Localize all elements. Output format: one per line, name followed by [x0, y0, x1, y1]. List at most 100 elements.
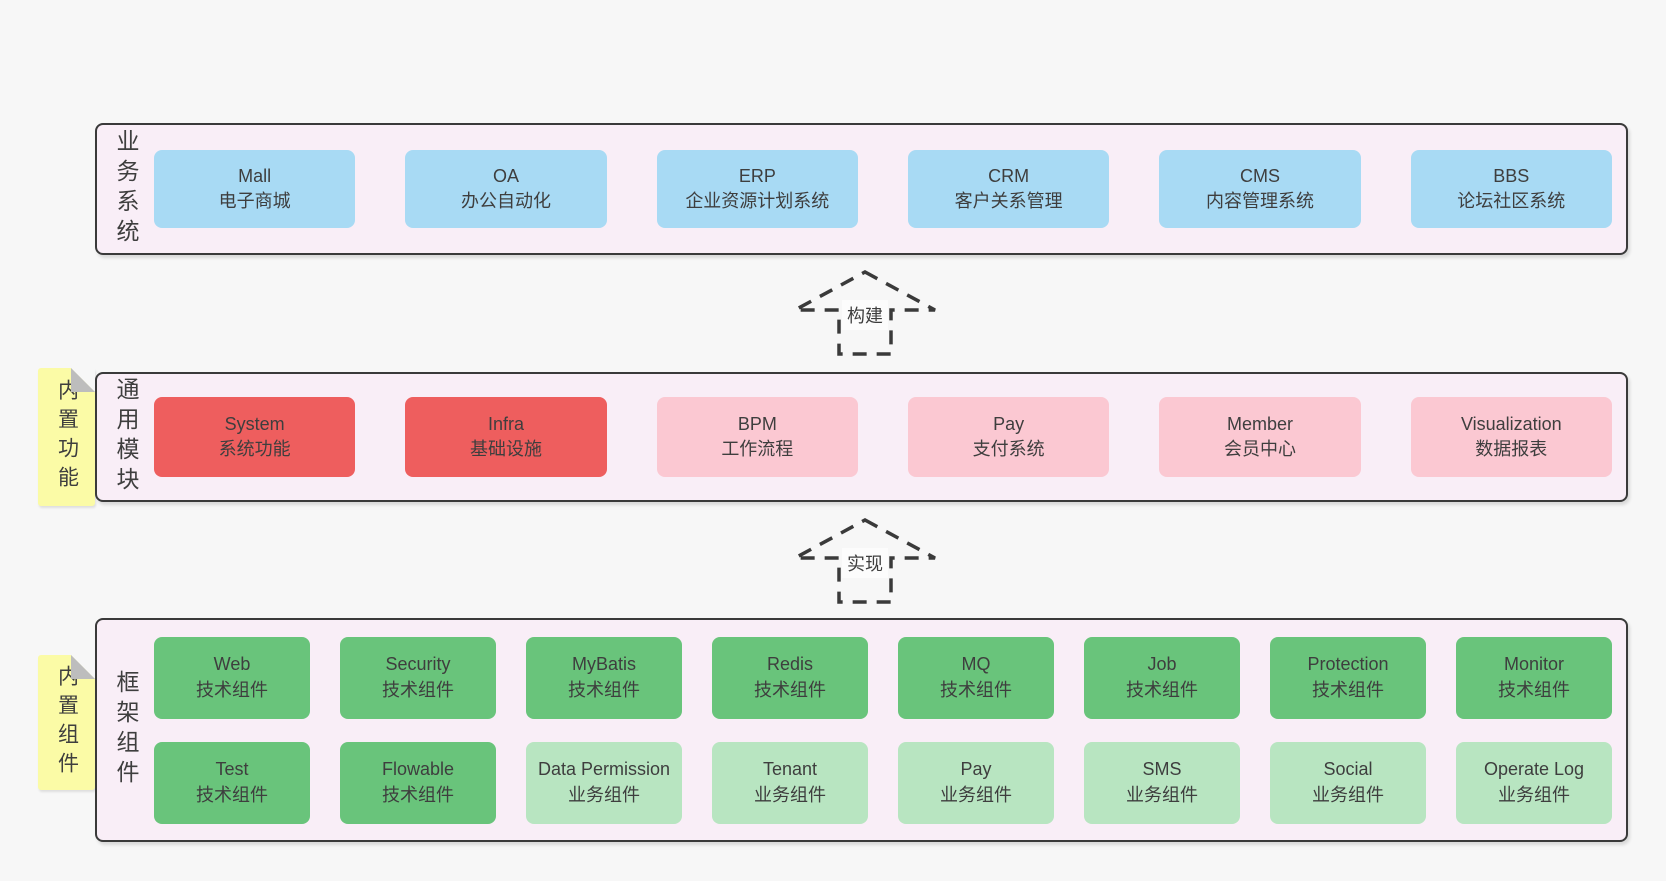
box-subtitle: 技术组件 [1312, 679, 1384, 700]
framework-boxes-row-1: Web 技术组件 Security 技术组件 MyBatis 技术组件 Redi… [154, 636, 1612, 719]
box-subtitle: 论坛社区系统 [1457, 191, 1566, 211]
box-bbs: BBS 论坛社区系统 [1410, 150, 1612, 228]
box-subtitle: 办公自动化 [460, 191, 551, 211]
box-title: Redis [766, 654, 814, 675]
box-title: Operate Log [1483, 759, 1585, 780]
box-test: Test 技术组件 [154, 741, 310, 824]
box-title: Member [1226, 413, 1293, 434]
box-title: Pay [960, 759, 992, 780]
box-title: BPM [737, 413, 777, 434]
box-title: Security [385, 654, 451, 675]
box-subtitle: 业务组件 [1126, 784, 1198, 805]
box-subtitle: 基础设施 [469, 439, 542, 459]
box-subtitle: 业务组件 [1498, 784, 1570, 805]
box-title: Mall [238, 165, 272, 186]
box-subtitle: 数据报表 [1475, 439, 1548, 459]
box-subtitle: 技术组件 [1498, 679, 1570, 700]
box-subtitle: 技术组件 [196, 679, 268, 700]
box-redis: Redis 技术组件 [712, 636, 868, 719]
box-visualization: Visualization 数据报表 [1410, 397, 1612, 477]
box-social: Social 业务组件 [1270, 741, 1426, 824]
box-infra: Infra 基础设施 [405, 397, 607, 477]
box-title: Social [1323, 759, 1373, 780]
box-web: Web 技术组件 [154, 636, 310, 719]
box-title: Pay [993, 413, 1025, 434]
box-title: Flowable [381, 759, 455, 780]
box-subtitle: 技术组件 [382, 679, 454, 700]
box-member: Member 会员中心 [1159, 397, 1361, 477]
box-title: OA [492, 165, 519, 186]
box-title: Web [213, 654, 251, 675]
box-subtitle: 技术组件 [568, 679, 640, 700]
up-arrow-icon [794, 518, 936, 604]
box-subtitle: 技术组件 [196, 784, 268, 805]
box-crm: CRM 客户关系管理 [907, 150, 1110, 228]
box-data-permission: Data Permission 业务组件 [526, 741, 682, 824]
box-title: MQ [961, 654, 991, 675]
box-title: Protection [1307, 654, 1389, 675]
box-subtitle: 工作流程 [721, 439, 794, 459]
section-business-systems: 业务系统 Mall 电子商城 OA 办公自动化 ERP 企业资源计划系统 CRM… [95, 123, 1628, 255]
box-subtitle: 客户关系管理 [954, 191, 1063, 211]
box-subtitle: 业务组件 [940, 784, 1012, 805]
box-title: Test [215, 759, 249, 780]
tab-built-in-features: 内置功能 [38, 368, 95, 506]
box-mall: Mall 电子商城 [154, 150, 356, 228]
box-subtitle: 技术组件 [382, 784, 454, 805]
box-pay: Pay 支付系统 [907, 397, 1110, 477]
box-subtitle: 内容管理系统 [1205, 191, 1314, 211]
box-cms: CMS 内容管理系统 [1159, 150, 1361, 228]
box-title: Data Permission [537, 759, 671, 780]
box-mq: MQ 技术组件 [898, 636, 1054, 719]
tab-built-in-components: 内置组件 [38, 655, 95, 790]
section-label-common-modules: 通用模块 [113, 377, 139, 497]
modules-boxes-row: System 系统功能 Infra 基础设施 BPM 工作流程 Pay 支付系统… [154, 397, 1626, 477]
box-erp: ERP 企业资源计划系统 [656, 150, 858, 228]
arrow-build-label: 构建 [842, 300, 888, 330]
business-boxes-row: Mall 电子商城 OA 办公自动化 ERP 企业资源计划系统 CRM 客户关系… [154, 150, 1626, 228]
box-subtitle: 会员中心 [1223, 439, 1296, 459]
box-title: Tenant [762, 759, 818, 780]
framework-boxes-row-2: Test 技术组件 Flowable 技术组件 Data Permission … [154, 741, 1612, 824]
box-subtitle: 业务组件 [568, 784, 640, 805]
box-pay-business: Pay 业务组件 [898, 741, 1054, 824]
box-security: Security 技术组件 [340, 636, 496, 719]
box-subtitle: 支付系统 [972, 439, 1045, 459]
box-title: MyBatis [571, 654, 636, 675]
section-framework-components: 框架组件 Web 技术组件 Security 技术组件 MyBatis 技术组件… [95, 618, 1628, 842]
box-subtitle: 技术组件 [1126, 679, 1198, 700]
section-label-business-systems: 业务系统 [113, 129, 139, 249]
box-subtitle: 业务组件 [1312, 784, 1384, 805]
framework-rows: Web 技术组件 Security 技术组件 MyBatis 技术组件 Redi… [154, 636, 1626, 824]
box-mybatis: MyBatis 技术组件 [526, 636, 682, 719]
arrow-implement: 实现 [790, 516, 940, 604]
box-subtitle: 企业资源计划系统 [685, 191, 830, 211]
box-subtitle: 技术组件 [940, 679, 1012, 700]
arrow-build: 构建 [790, 268, 940, 356]
box-title: ERP [738, 165, 776, 186]
box-job: Job 技术组件 [1084, 636, 1240, 719]
box-tenant: Tenant 业务组件 [712, 741, 868, 824]
box-subtitle: 电子商城 [218, 191, 291, 211]
box-title: CMS [1239, 165, 1280, 186]
section-common-modules: 通用模块 System 系统功能 Infra 基础设施 BPM 工作流程 Pay… [95, 372, 1628, 502]
box-title: BBS [1493, 165, 1530, 186]
box-monitor: Monitor 技术组件 [1456, 636, 1612, 719]
box-title: Infra [487, 413, 524, 434]
section-label-framework-components: 框架组件 [113, 670, 139, 790]
box-bpm: BPM 工作流程 [656, 397, 858, 477]
box-title: SMS [1142, 759, 1182, 780]
box-protection: Protection 技术组件 [1270, 636, 1426, 719]
box-title: CRM [988, 165, 1030, 186]
box-sms: SMS 业务组件 [1084, 741, 1240, 824]
tab-built-in-features-label: 内置功能 [55, 379, 79, 495]
box-subtitle: 业务组件 [754, 784, 826, 805]
box-title: System [224, 413, 285, 434]
up-arrow-icon [794, 270, 936, 356]
box-subtitle: 系统功能 [218, 439, 291, 459]
box-system: System 系统功能 [154, 397, 356, 477]
box-title: Monitor [1503, 654, 1565, 675]
box-subtitle: 技术组件 [754, 679, 826, 700]
box-operate-log: Operate Log 业务组件 [1456, 741, 1612, 824]
